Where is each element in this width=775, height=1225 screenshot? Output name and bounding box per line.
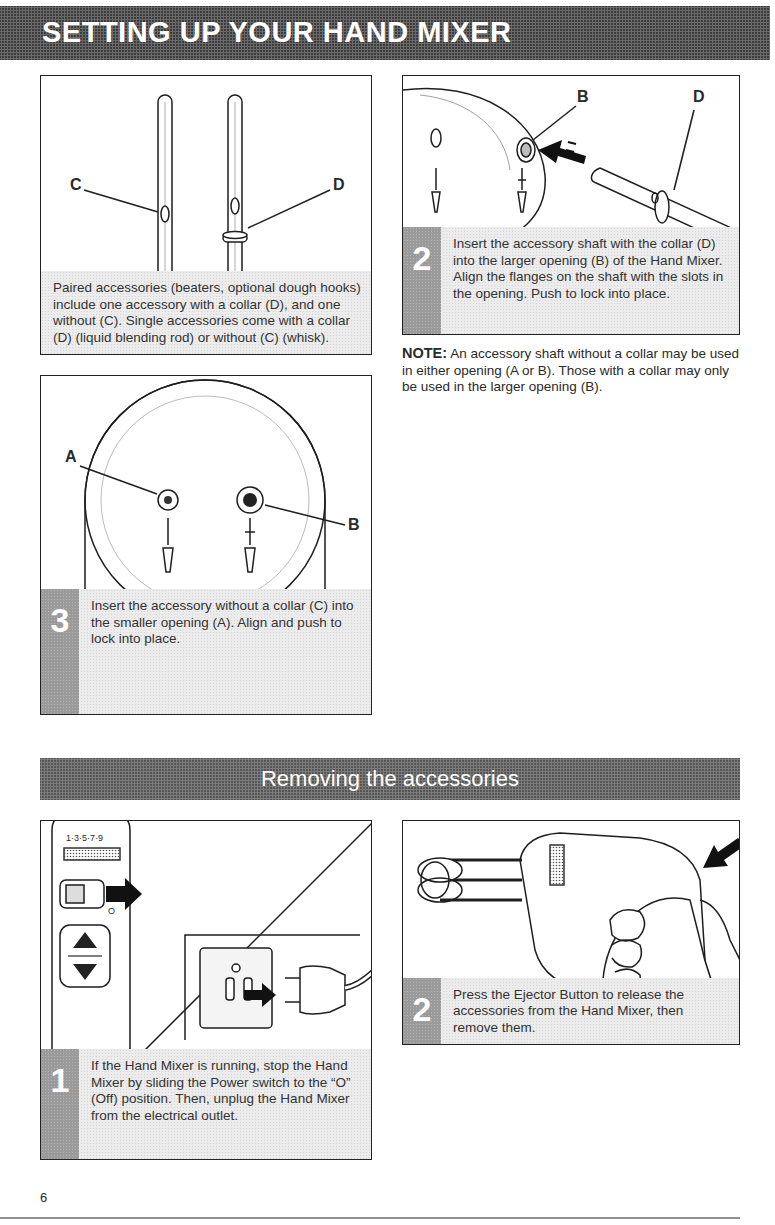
switch-and-outlet-part: [300, 966, 345, 1014]
mixer-end-insertion-part: [538, 140, 586, 164]
space: [447, 346, 450, 361]
ejector-press-part: [612, 940, 641, 967]
step-panel: 2Insert the accessory shaft with the col…: [402, 75, 740, 335]
mixer-end-insertion-part: [403, 88, 545, 250]
caption-band: Paired accessories (beaters, optional do…: [41, 271, 371, 354]
mixer-face-openings-part: [85, 380, 325, 600]
mixer-end-insertion-part: [533, 106, 576, 140]
footer-rule: [0, 1218, 740, 1219]
step-text: Insert the accessory shaft with the coll…: [441, 227, 739, 334]
switch-and-outlet-part: [140, 823, 371, 1055]
switch-and-outlet: [52, 821, 371, 1060]
mixer-end-insertion-part: [566, 142, 576, 152]
switch-and-outlet-part: [185, 935, 360, 1040]
speed-numbers: 1·3·5·7·9: [66, 833, 103, 843]
part-letter: D: [333, 176, 345, 194]
caption-band: 3Insert the accessory without a collar (…: [41, 589, 371, 714]
mixer-face-openings-part: [163, 518, 173, 572]
mixer-end-insertion-part: [518, 168, 526, 212]
mixer-face-openings-part: [85, 380, 325, 620]
note-text: An accessory shaft without a collar may …: [402, 346, 739, 394]
ejector-press-part: [703, 838, 739, 868]
step-panel: 3Insert the accessory without a collar (…: [40, 375, 372, 715]
accessory-rods-part: [223, 232, 247, 239]
part-letter: B: [348, 516, 360, 534]
mixer-end-insertion-part: [652, 193, 658, 203]
section-heading: Removing the accessories: [261, 766, 519, 792]
accessory-rods-part: [84, 190, 158, 212]
step-number: 3: [41, 589, 79, 714]
part-letter: C: [70, 176, 82, 194]
switch-and-outlet-part: [52, 821, 130, 1060]
switch-and-outlet-part: [73, 964, 97, 980]
switch-and-outlet-part: [73, 932, 97, 948]
step-number: 1: [41, 1049, 79, 1159]
switch-and-outlet-part: [345, 970, 371, 988]
switch-and-outlet-part: [200, 948, 272, 1028]
ejector-press-part: [421, 862, 449, 898]
mixer-face-openings-part: [265, 505, 345, 525]
mixer-end-insertion-part: [592, 168, 600, 182]
mixer-face-openings-part: [158, 490, 178, 510]
switch-and-outlet-part: [285, 978, 300, 1002]
switch-and-outlet-part: [60, 925, 110, 987]
switch-and-outlet-part: [60, 880, 104, 908]
step-text: If the Hand Mixer is running, stop the H…: [79, 1049, 371, 1159]
title-band: SETTING UP YOUR HAND MIXER: [0, 6, 770, 60]
switch-and-outlet-part: [345, 970, 371, 988]
mixer-end-insertion-part: [431, 129, 441, 147]
accessory-rods-part: [248, 190, 330, 228]
step-text: Insert the accessory without a collar (C…: [79, 589, 371, 714]
page-title: SETTING UP YOUR HAND MIXER: [0, 6, 770, 49]
step-text: Paired accessories (beaters, optional do…: [41, 271, 371, 354]
part-letter: D: [693, 88, 705, 106]
mixer-face-openings-part: [80, 466, 157, 494]
switch-and-outlet-part: [64, 848, 120, 860]
ejector-press-part: [700, 900, 739, 960]
mixer-face-openings-part: [245, 518, 255, 572]
switch-and-outlet-part: [232, 964, 240, 972]
switch-and-outlet-part: [226, 978, 234, 1000]
note-heading: NOTE:: [402, 345, 447, 361]
page-number: 6: [40, 1190, 47, 1205]
mixer-end-insertion-part: [432, 168, 440, 212]
off-mark: O: [108, 906, 115, 916]
ejector-press-part: [418, 878, 462, 902]
section-band: Removing the accessories: [40, 758, 740, 800]
ejector-press-part: [550, 845, 564, 885]
mixer-end-insertion-part: [521, 143, 531, 157]
step-number: 2: [403, 227, 441, 334]
caption-band: 2Insert the accessory shaft with the col…: [403, 227, 739, 334]
mixer-face-openings-part: [243, 493, 257, 507]
accessory-rods-part: [161, 206, 169, 222]
mixer-face-openings-part: [237, 487, 263, 513]
step-panel: 1If the Hand Mixer is running, stop the …: [40, 820, 372, 1160]
ejector-press-part: [610, 910, 645, 941]
caption-band: 2Press the Ejector Button to release the…: [403, 978, 739, 1045]
switch-and-outlet-part: [68, 955, 102, 957]
switch-and-outlet-part: [244, 983, 276, 1007]
mixer-face-openings: [80, 380, 345, 620]
part-letter: B: [577, 88, 589, 106]
part-letter: A: [65, 448, 77, 466]
mixer-end-insertion-part: [674, 110, 694, 190]
accessory-rods-part: [231, 198, 239, 214]
step-text: Press the Ejector Button to release the …: [441, 978, 739, 1045]
mixer-face-openings-part: [164, 496, 172, 504]
step-number: 2: [403, 978, 441, 1045]
step-panel: 2Press the Ejector Button to release the…: [402, 820, 740, 1045]
mixer-end-insertion-part: [517, 138, 535, 162]
caption-band: 1If the Hand Mixer is running, stop the …: [41, 1049, 371, 1159]
note: NOTE: An accessory shaft without a colla…: [402, 345, 740, 396]
mixer-face-openings-part: [101, 396, 309, 604]
switch-and-outlet-part: [66, 885, 84, 903]
step-panel: Paired accessories (beaters, optional do…: [40, 75, 372, 355]
switch-and-outlet-part: [106, 878, 142, 910]
mixer-end-insertion-part: [420, 95, 510, 170]
